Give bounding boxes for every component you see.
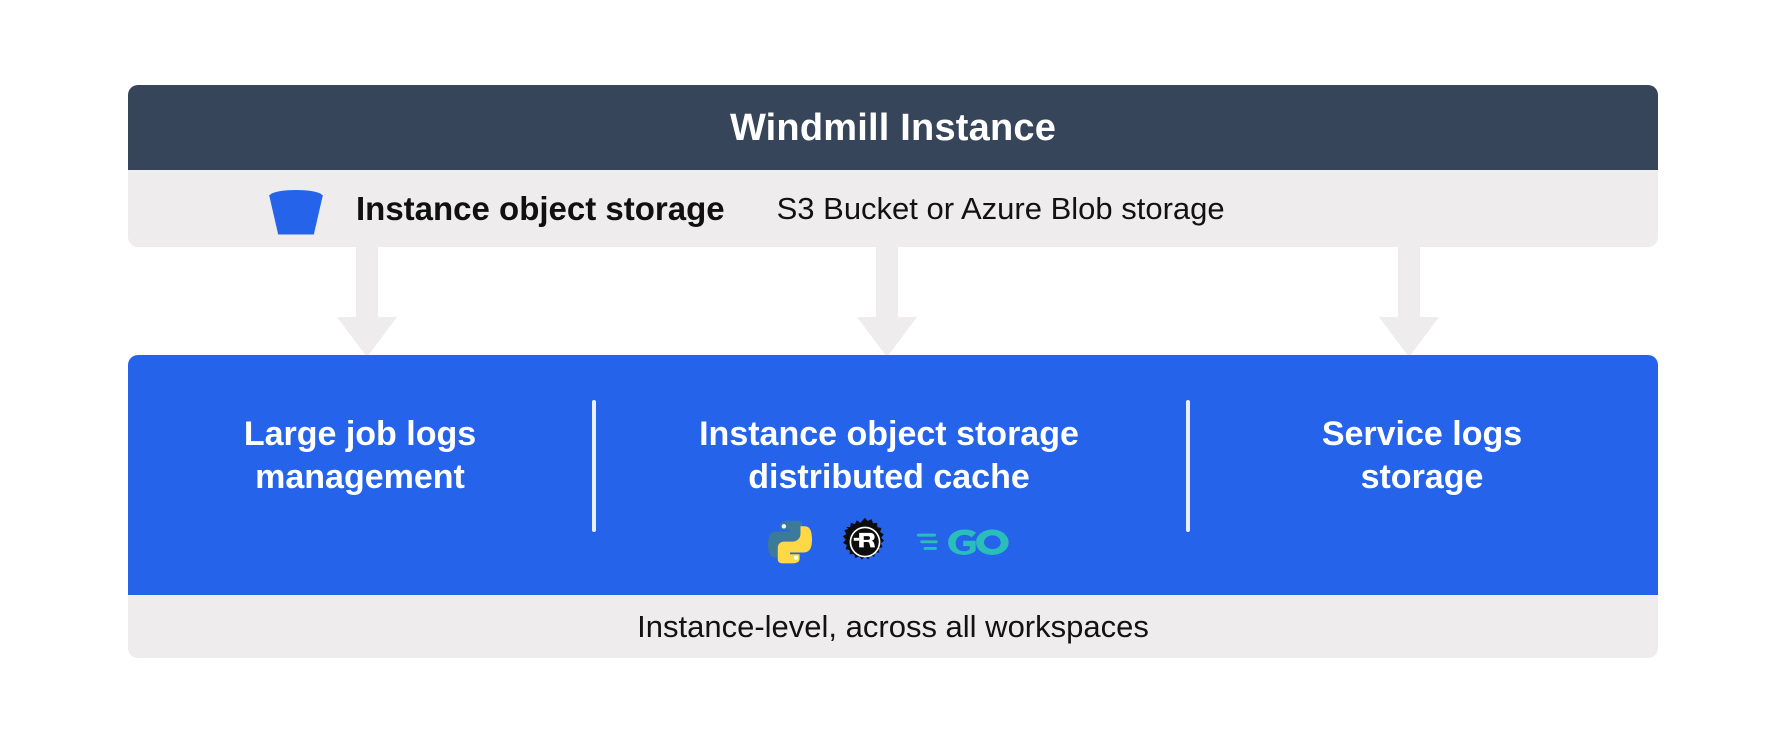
page-title: Windmill Instance [729,106,1057,149]
panel-column-service-logs: Service logs storage [1186,355,1658,595]
panel-column-large-job-logs: Large job logs management [128,355,592,595]
footer-caption: Instance-level, across all workspaces [637,609,1149,644]
language-logos [766,517,1012,567]
panel-divider-left [592,400,596,532]
instance-header-bar: Windmill Instance [128,85,1658,170]
arrow-to-distributed-cache [857,247,917,357]
bucket-icon [266,181,326,237]
column-title: Large job logs management [243,415,477,497]
arrow-shaft [1398,247,1420,319]
storage-row-subtitle: S3 Bucket or Azure Blob storage [776,191,1225,226]
arrow-to-large-job-logs [337,247,397,357]
storage-row-title: Instance object storage [356,190,725,227]
instance-object-storage-row: Instance object storage S3 Bucket or Azu… [128,170,1658,247]
features-panel: Large job logs management Instance objec… [128,355,1658,595]
arrow-shaft [876,247,898,319]
column-title: Instance object storage distributed cach… [699,415,1079,497]
panel-column-distributed-cache: Instance object storage distributed cach… [592,355,1186,595]
bucket-body [269,194,323,235]
arrow-head-icon [857,317,917,357]
arrow-head-icon [1379,317,1439,357]
python-logo [767,520,813,564]
rust-logo [842,518,885,560]
column-title: Service logs storage [1321,415,1523,497]
arrow-to-service-logs [1379,247,1439,357]
footer-bar: Instance-level, across all workspaces [128,595,1658,658]
go-logo [916,529,1009,556]
panel-divider-right [1186,400,1190,532]
arrow-head-icon [337,317,397,357]
arrow-shaft [356,247,378,319]
